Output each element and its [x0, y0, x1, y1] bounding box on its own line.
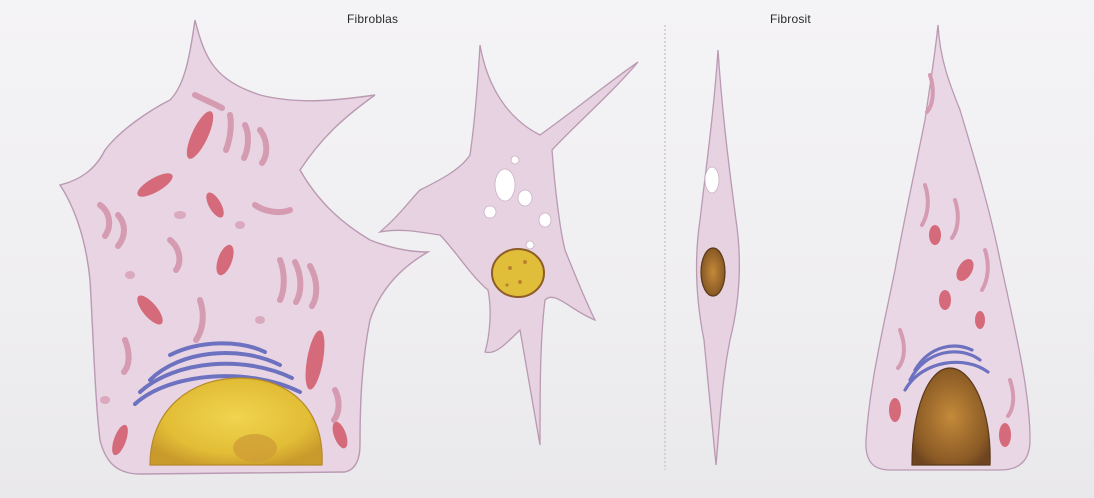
label-fibroblas: Fibroblas — [347, 12, 398, 26]
small-fibroblast-nucleus — [492, 249, 544, 297]
large-fibrocyte-cell — [866, 25, 1030, 470]
thin-fibrocyte-cell — [697, 50, 740, 465]
thin-fibrocyte-nucleus — [701, 248, 725, 296]
large-fibroblast-cell — [60, 20, 428, 474]
small-fibroblast-cytoplasm — [380, 45, 638, 445]
label-fibrosit: Fibrosit — [770, 12, 811, 26]
small-fibroblast-cell — [380, 45, 638, 445]
